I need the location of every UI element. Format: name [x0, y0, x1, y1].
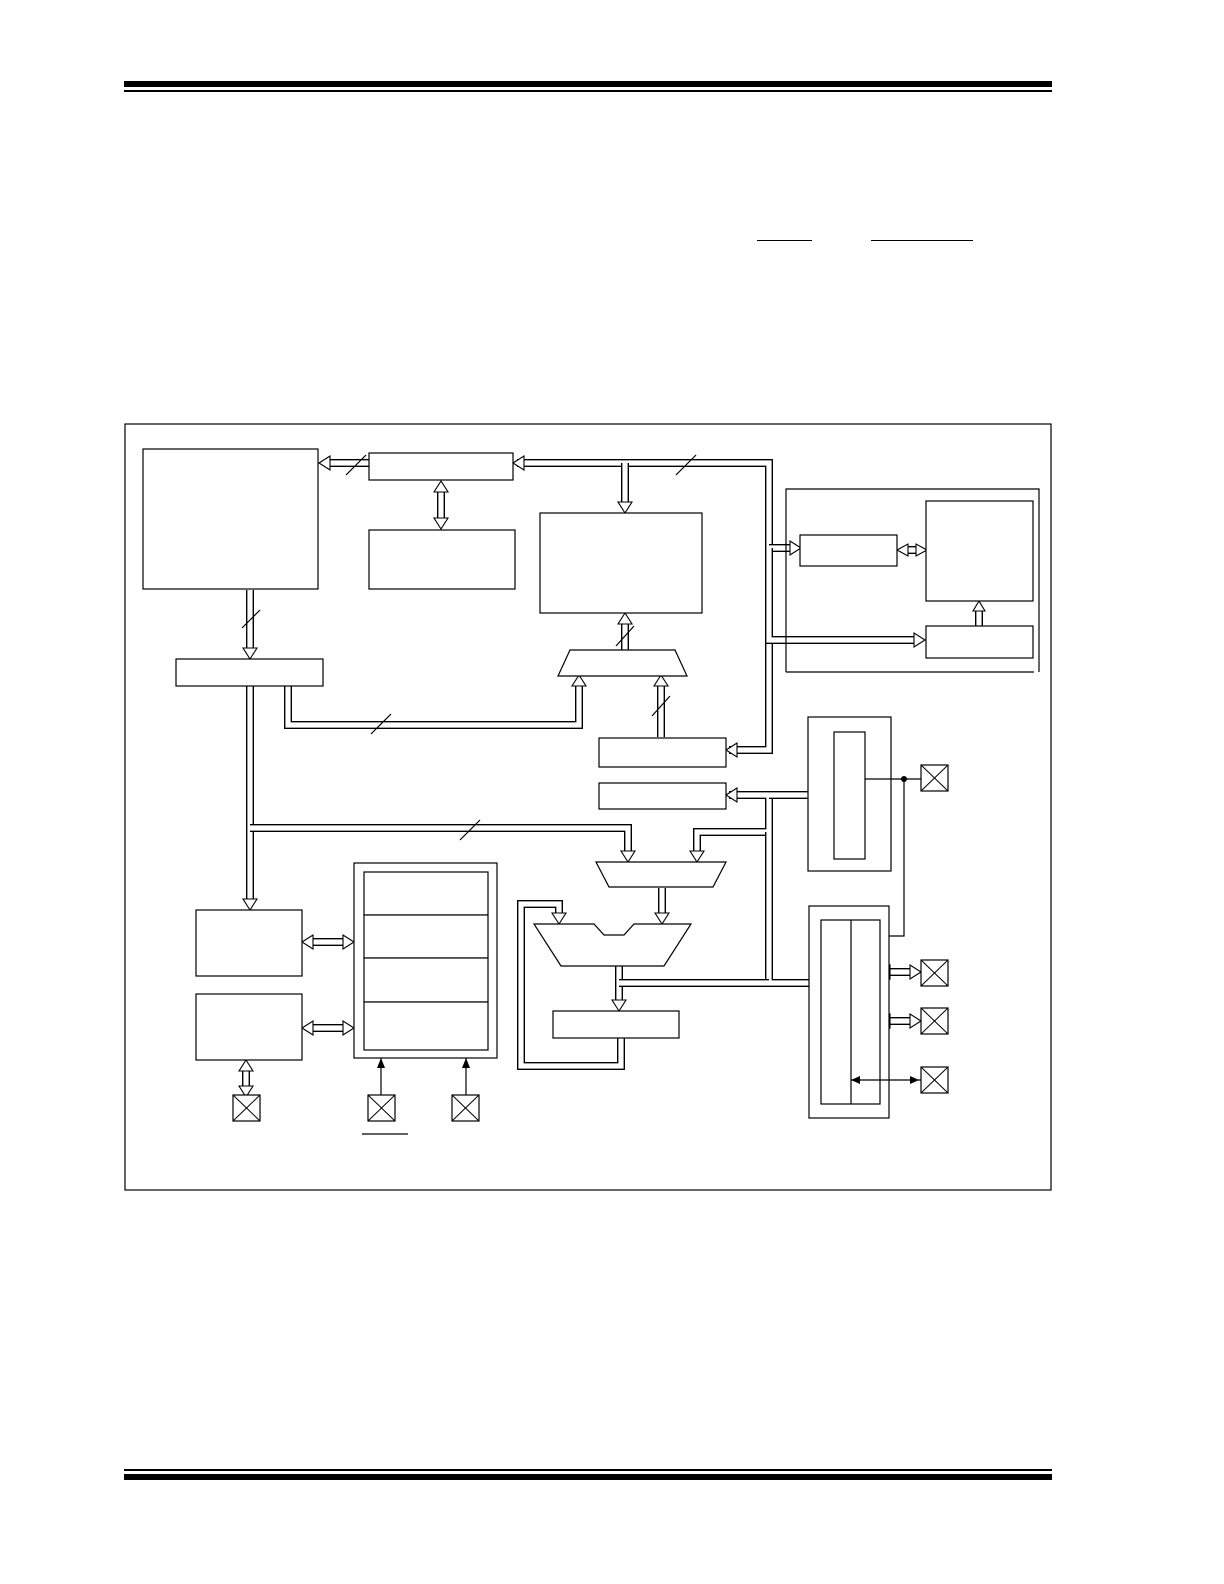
peripheral-1-block	[363, 871, 489, 916]
mux-addr-block	[557, 649, 688, 677]
text-overline-2	[871, 240, 973, 241]
header-rule-thick	[124, 81, 1052, 87]
io-port-a-register	[833, 731, 866, 860]
program-counter-block	[368, 452, 514, 481]
footer-rule-thin	[124, 1469, 1052, 1471]
pin-2	[920, 959, 949, 987]
program-memory-block	[142, 448, 319, 590]
peripheral-4-block	[363, 1001, 489, 1051]
junction-dot	[901, 776, 907, 782]
pin-7	[451, 1094, 480, 1122]
mux-alu-block	[595, 861, 727, 888]
module-group-outline	[785, 488, 1040, 672]
header-rule-thin	[124, 90, 1052, 92]
pin-1	[920, 764, 949, 792]
fsr-block	[598, 737, 727, 768]
alu-block	[532, 923, 693, 967]
pin-4	[920, 1066, 949, 1094]
status-block	[598, 782, 727, 810]
pin-5	[232, 1094, 261, 1122]
text-overline-1	[757, 240, 812, 241]
oscillator-block	[195, 993, 303, 1061]
stack-block	[368, 529, 516, 590]
instruction-register-block	[175, 658, 324, 687]
diagram-frame	[124, 423, 1052, 1191]
bus-width-slashes	[241, 454, 697, 841]
pin-3	[920, 1007, 949, 1035]
timing-block	[195, 909, 303, 977]
footer-rule-thick	[124, 1474, 1052, 1480]
module-control-block	[925, 625, 1034, 659]
pin-6	[367, 1094, 396, 1122]
bus-layer	[242, 459, 983, 1090]
w-register-block	[552, 1010, 680, 1039]
module-register-block	[799, 534, 898, 567]
peripheral-3-block	[363, 957, 489, 1003]
peripheral-2-block	[363, 914, 489, 959]
module-memory-block	[925, 500, 1034, 602]
data-memory-block	[539, 512, 703, 614]
